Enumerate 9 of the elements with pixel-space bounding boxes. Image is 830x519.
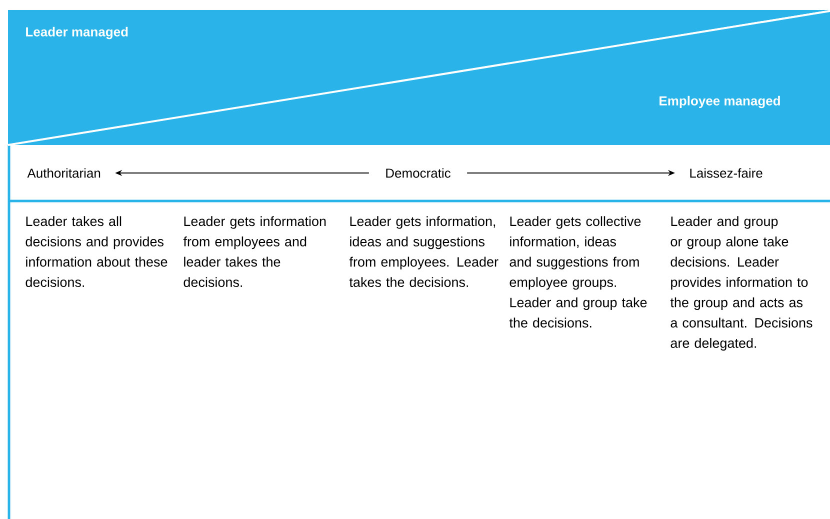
style-label: Authoritarian xyxy=(27,168,100,178)
description-text: Leader and group or group alone take decisions. Leader provides information to the group and acts as a consultant. Decisions are delegated. xyxy=(670,216,812,351)
description-text: Leader gets information, ideas and suggestions from employees. Leader takes the decisions. xyxy=(349,216,498,287)
style-label: Laissez-faire xyxy=(690,168,762,178)
style-label: Democratic xyxy=(386,168,451,178)
description-text: Leader takes all decisions and provides information about these decisions. xyxy=(26,216,168,287)
description-text: Leader gets information from employees and leader takes the decisions. xyxy=(183,216,326,287)
description-text: Leader gets collective information, ideas and suggestions from employee groups. Leader and group take the decisions. xyxy=(509,216,647,328)
node-label: Employee managed xyxy=(660,96,780,108)
